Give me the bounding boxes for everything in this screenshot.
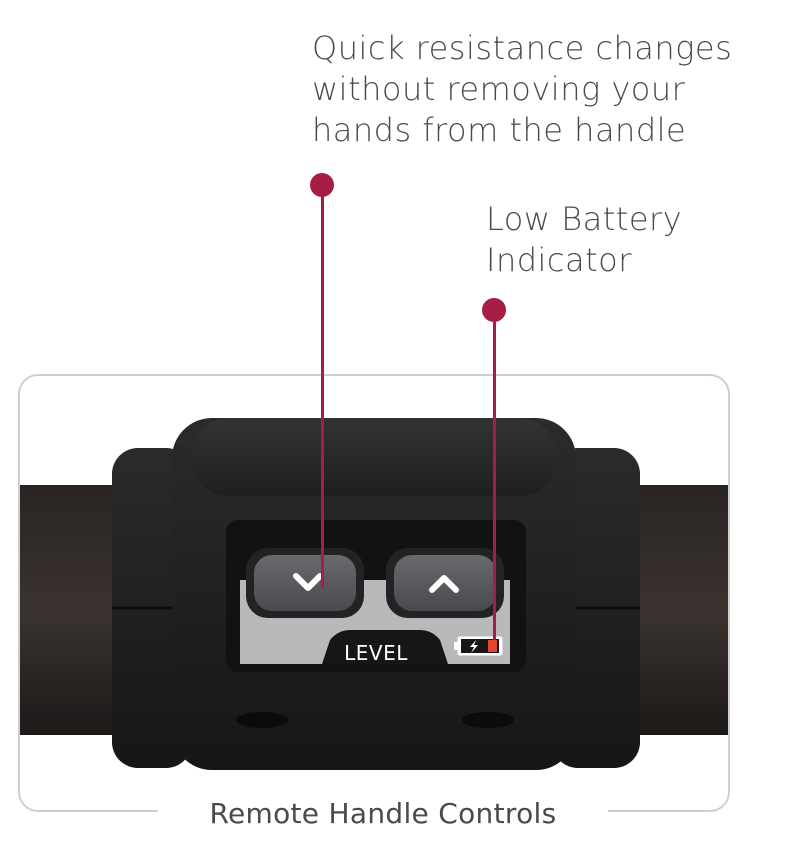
battery-pointer-line <box>493 310 496 640</box>
chevron-up-icon <box>429 575 459 593</box>
resistance-pointer-line <box>321 185 324 588</box>
low-battery-callout: Low Battery Indicator <box>486 199 786 281</box>
chevron-down-icon <box>293 573 323 591</box>
callout-line: Indicator <box>486 241 632 279</box>
level-label: LEVEL <box>344 641 408 665</box>
callout-line: without removing your <box>312 70 686 108</box>
caption-remote-handle-controls: Remote Handle Controls <box>158 792 608 836</box>
remote-top-cap <box>192 418 556 496</box>
quick-resistance-callout: Quick resistance changes without removin… <box>312 28 782 151</box>
low-battery-icon <box>454 636 503 656</box>
screw-hole-left <box>236 712 288 728</box>
resistance-pointer-dot <box>310 173 334 197</box>
screw-hole-right <box>462 712 514 728</box>
battery-pointer-dot <box>482 298 506 322</box>
callout-line: Low Battery <box>486 200 683 238</box>
callout-line: Quick resistance changes <box>312 29 733 67</box>
callout-line: hands from the handle <box>312 111 687 149</box>
